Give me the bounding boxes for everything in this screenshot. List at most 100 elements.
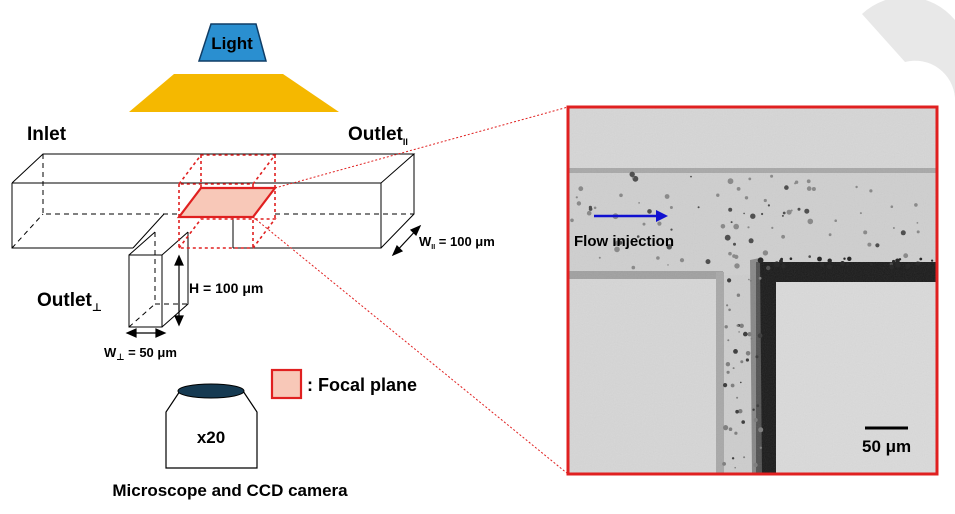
particle — [619, 193, 623, 198]
particle — [766, 265, 771, 271]
particle — [806, 179, 811, 184]
particle — [690, 175, 692, 178]
particle — [705, 259, 711, 265]
particle — [724, 234, 731, 241]
particle — [840, 261, 845, 266]
particle — [859, 212, 862, 215]
particle — [889, 264, 894, 270]
particle — [732, 367, 735, 370]
particle — [757, 333, 763, 339]
particle — [827, 258, 832, 263]
particle — [753, 462, 758, 468]
particle — [915, 261, 920, 266]
particle — [716, 193, 720, 197]
decorative-ring-shape — [862, 0, 955, 98]
particle — [740, 381, 742, 384]
particle — [748, 177, 752, 181]
particle — [786, 209, 792, 215]
particle — [728, 308, 731, 312]
particle — [931, 259, 934, 262]
particle — [739, 323, 744, 328]
particle — [855, 185, 858, 189]
particle — [834, 219, 837, 222]
particle — [736, 324, 739, 327]
particle — [808, 255, 811, 258]
particle — [598, 256, 601, 259]
zoom-connectors — [252, 106, 569, 475]
flow-arrow-head — [656, 210, 668, 222]
particle — [782, 211, 786, 215]
particle — [738, 331, 740, 333]
particle — [789, 257, 793, 261]
particle — [670, 228, 673, 231]
particle — [771, 226, 774, 229]
particle — [736, 187, 741, 191]
micrograph-border — [566, 105, 939, 476]
particle — [588, 205, 593, 209]
particle — [730, 221, 733, 224]
particle — [903, 253, 909, 259]
particle — [575, 196, 578, 199]
particle — [723, 425, 729, 431]
particle — [669, 206, 673, 209]
particle — [664, 194, 670, 199]
width-perpendicular-label: W⊥ = 50 μm — [104, 345, 177, 362]
particle — [900, 230, 906, 236]
particle — [806, 186, 812, 191]
particle — [756, 404, 760, 408]
particle — [895, 258, 900, 264]
particle — [722, 462, 726, 466]
particle — [727, 178, 734, 185]
particle — [863, 230, 868, 235]
particle — [744, 196, 749, 200]
particle — [728, 427, 733, 432]
particle — [828, 233, 832, 237]
particle — [730, 383, 735, 388]
particle — [731, 457, 735, 460]
particle — [733, 242, 736, 246]
legend-label: : Focal plane — [307, 375, 417, 395]
particle — [807, 218, 814, 225]
particle — [727, 278, 732, 283]
particle — [647, 209, 652, 214]
particle — [895, 262, 901, 268]
particle — [748, 278, 750, 281]
particle — [843, 257, 846, 260]
particle — [916, 222, 919, 224]
particle — [916, 230, 920, 234]
particle — [657, 221, 662, 226]
inlet-label: Inlet — [27, 124, 67, 145]
focal-plane-legend: : Focal plane — [270, 368, 417, 400]
light-label: Light — [211, 34, 253, 53]
particle — [875, 243, 880, 248]
microscope-caption: Microscope and CCD camera — [112, 481, 348, 500]
particle — [726, 304, 729, 307]
focal-plane-highlight — [176, 186, 278, 219]
particle — [748, 238, 754, 244]
particle — [733, 223, 739, 230]
particle — [745, 351, 751, 356]
particle — [629, 171, 635, 177]
svg-text:OutletII: OutletII — [348, 124, 408, 147]
particle — [593, 206, 597, 210]
particles — [570, 171, 934, 469]
particle — [736, 396, 739, 399]
scale-bar-label: 50 μm — [862, 437, 911, 456]
particle — [753, 418, 758, 422]
particle — [666, 244, 672, 250]
particle — [892, 227, 895, 229]
particle — [747, 226, 750, 229]
particle — [614, 246, 620, 253]
particle — [775, 264, 778, 267]
particle — [804, 208, 810, 214]
particle — [749, 279, 752, 282]
particle — [586, 210, 592, 216]
particle — [642, 222, 646, 226]
particle — [781, 214, 784, 217]
particle — [890, 205, 894, 208]
particle — [794, 182, 797, 185]
particle — [723, 383, 728, 388]
channel-diagram — [11, 153, 416, 328]
particle — [826, 264, 832, 270]
particle — [741, 420, 745, 424]
